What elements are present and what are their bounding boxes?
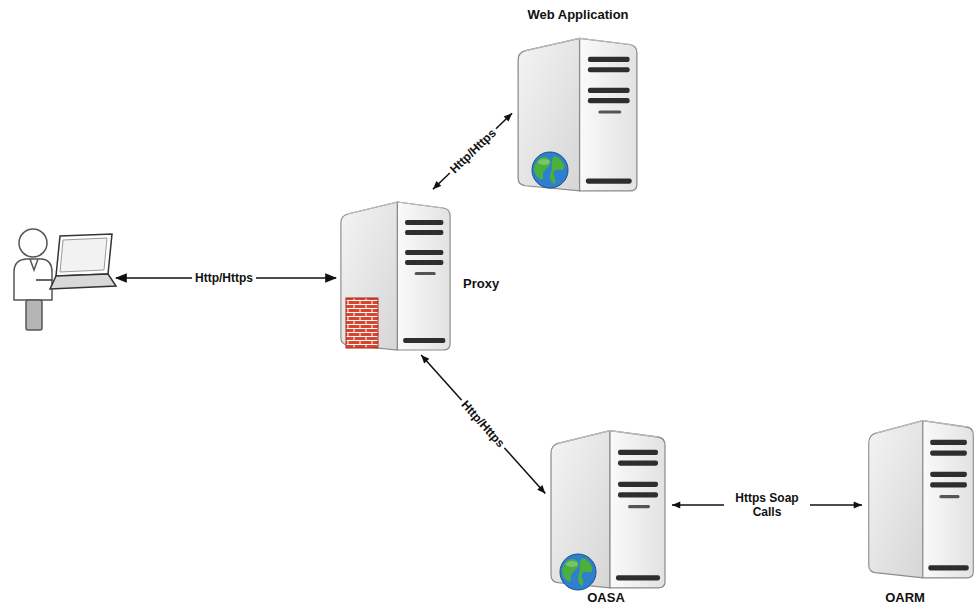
arrowhead bbox=[433, 181, 441, 189]
server-node: OARM bbox=[866, 410, 974, 580]
firewall-icon bbox=[346, 298, 378, 348]
edge-label: Http/Https bbox=[457, 396, 510, 453]
globe-icon bbox=[560, 554, 596, 590]
connection-label: Http/Https bbox=[192, 271, 256, 285]
server-node: OASA bbox=[548, 420, 668, 590]
globe-icon bbox=[532, 152, 568, 188]
arrowhead bbox=[504, 113, 512, 121]
arrowhead bbox=[672, 501, 680, 508]
proxy-server-icon bbox=[341, 202, 450, 350]
node-label: OASA bbox=[587, 590, 625, 605]
arrowhead bbox=[854, 502, 862, 509]
node-label: Web Application bbox=[527, 7, 628, 22]
user-icon bbox=[14, 229, 52, 330]
server-node: Web Application bbox=[515, 28, 640, 193]
web-server-icon bbox=[518, 38, 637, 191]
laptop-icon bbox=[36, 234, 116, 289]
oarm-server-icon bbox=[869, 421, 974, 578]
edge-label: Https Soap Calls bbox=[724, 491, 810, 519]
connector bbox=[433, 113, 512, 189]
connector-line bbox=[433, 113, 512, 189]
node-label: OARM bbox=[885, 590, 925, 605]
arrowhead bbox=[421, 355, 429, 364]
server-node: Proxy bbox=[338, 192, 453, 352]
edge-label: Http/Https bbox=[445, 124, 501, 178]
arrowhead bbox=[537, 485, 545, 494]
connector-line bbox=[421, 355, 545, 494]
node-label: Proxy bbox=[463, 276, 499, 291]
connector bbox=[421, 355, 545, 494]
